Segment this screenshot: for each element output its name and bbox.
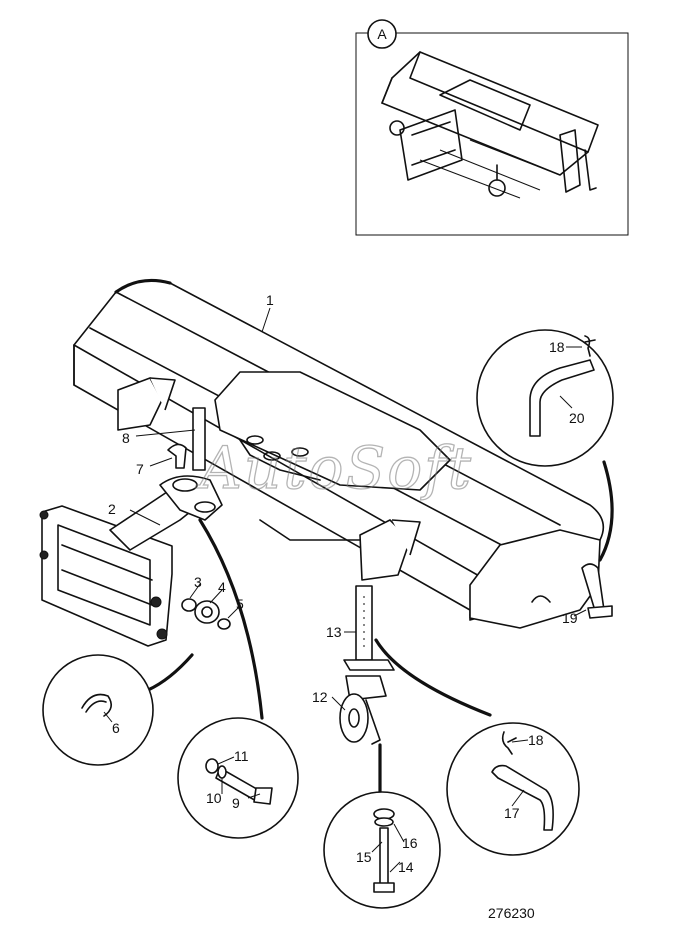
detail-circle-pin-20 [476, 329, 614, 467]
inset-broom-body [381, 51, 599, 176]
leader-to-detail-6 [146, 653, 194, 692]
frame-head [159, 475, 223, 521]
bush-4 [194, 600, 220, 624]
r-clip-18 [501, 731, 517, 755]
callout-9: 9 [232, 795, 240, 811]
callout-3: 3 [194, 574, 202, 590]
callout-10: 10 [206, 790, 222, 806]
nut-11 [205, 758, 219, 774]
callout-18-upper: 18 [549, 339, 565, 355]
washer-15 [374, 817, 394, 827]
jack-stand [339, 585, 395, 745]
bolt-head [253, 787, 273, 805]
callout-11: 11 [234, 748, 249, 764]
detail-circle-pin-17 [446, 722, 580, 856]
leader-to-detail-20 [598, 460, 614, 562]
leader-to-detail-17 [374, 638, 492, 717]
callout-20: 20 [569, 410, 585, 426]
broom-housing [73, 278, 605, 629]
callout-19: 19 [562, 610, 578, 626]
inset-mount-plate [439, 79, 531, 131]
watermark: AutoSoft [195, 434, 473, 502]
washer-3 [181, 598, 197, 612]
callout-13: 13 [326, 624, 342, 640]
callout-5: 5 [236, 596, 244, 612]
screw-head [373, 882, 395, 893]
left-bracket [117, 377, 163, 431]
inset-label-circle [367, 19, 397, 49]
callout-leaders [103, 307, 587, 873]
detail-circle-screw [323, 791, 441, 909]
callout-4: 4 [218, 579, 226, 595]
inset-frame-bracket [399, 109, 463, 181]
callout-2: 2 [108, 501, 116, 517]
inset-end-plate [559, 129, 581, 193]
spacer-parts [181, 598, 231, 630]
castor-wheel [339, 693, 369, 743]
callout-17: 17 [504, 805, 520, 821]
callout-6: 6 [112, 720, 120, 736]
upright-post [192, 407, 206, 471]
screw-shank [379, 827, 389, 886]
broom-mounting-plate [214, 371, 451, 491]
detail-circle-bolt [177, 717, 299, 839]
callout-1: 1 [266, 292, 274, 308]
detail-circle-6 [42, 654, 154, 766]
callout-numbers: 1 2 3 4 5 6 7 8 9 10 11 12 13 14 15 16 1… [108, 292, 585, 875]
inset-wheel-left [389, 120, 405, 136]
callout-18-lower: 18 [528, 732, 544, 748]
inset-label: A [377, 26, 387, 42]
callout-8: 8 [122, 430, 130, 446]
washer-5 [217, 618, 231, 630]
callout-15: 15 [356, 849, 372, 865]
right-bracket [359, 519, 411, 581]
washer-10 [217, 765, 227, 779]
mounting-frame [39, 475, 223, 647]
pin-17 [491, 764, 554, 831]
r-clip-18b [584, 335, 596, 357]
inset-wheel-right [488, 179, 506, 197]
drawing-number: 276230 [488, 905, 535, 921]
leader-to-detail-9 [198, 518, 264, 720]
jack-foot-plate [343, 659, 395, 671]
bent-pin [167, 443, 187, 469]
callout-12: 12 [312, 689, 328, 705]
parking-stand [581, 563, 613, 619]
inset-frame [355, 32, 629, 236]
callout-14: 14 [398, 859, 414, 875]
pin-20 [529, 359, 595, 437]
inset-view-a: A [355, 19, 629, 236]
callout-16: 16 [402, 835, 418, 851]
callout-7: 7 [136, 461, 144, 477]
stand-post [581, 563, 605, 615]
